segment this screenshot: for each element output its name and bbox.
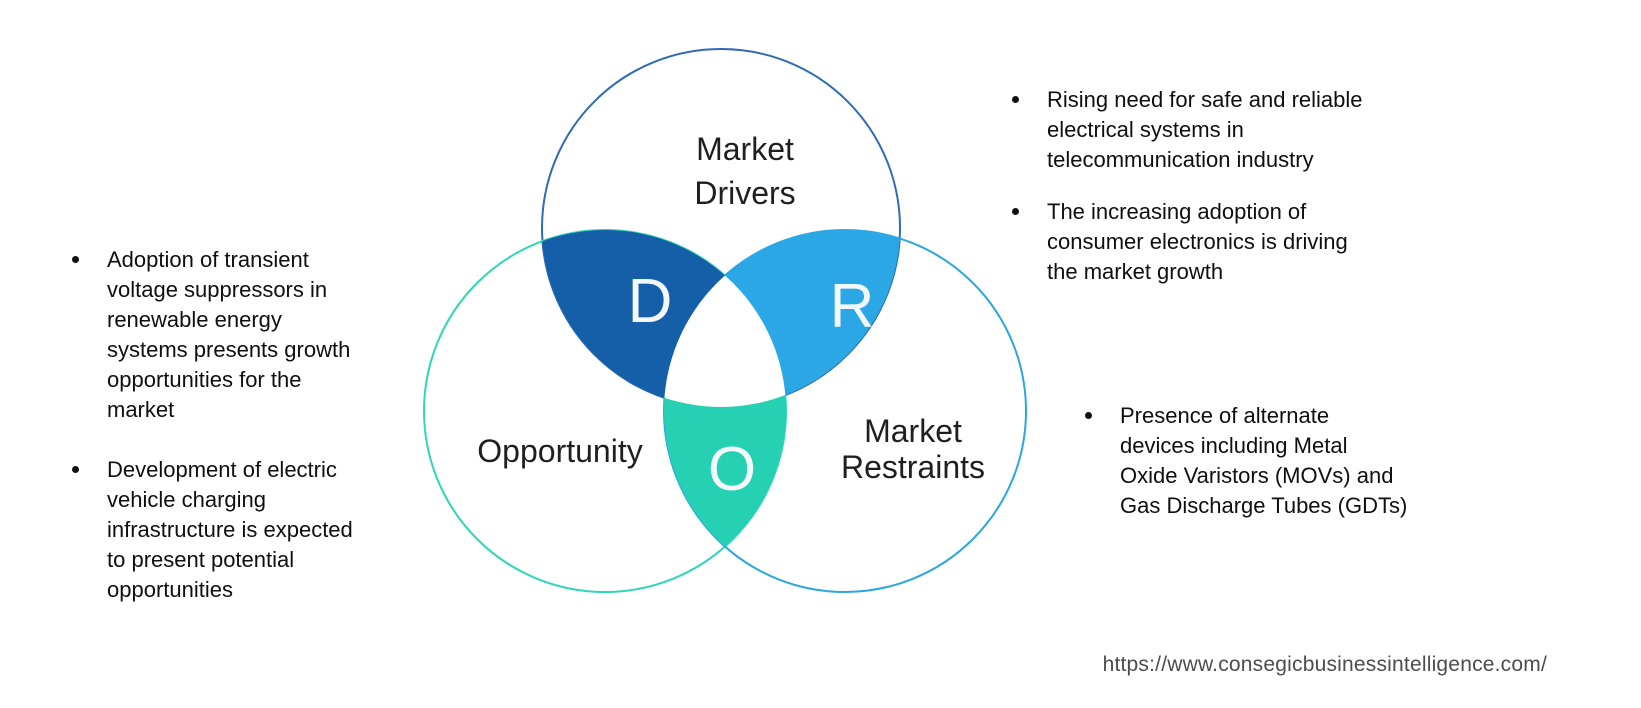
bullet-text: Presence of alternate devices including …	[1120, 403, 1408, 518]
drivers-letter: D	[628, 267, 673, 336]
restraints-label-line1: Market	[864, 413, 962, 449]
bullet-text: The increasing adoption of consumer elec…	[1047, 199, 1348, 284]
source-url: https://www.consegicbusinessintelligence…	[1102, 653, 1547, 676]
restraints-letter: R	[830, 272, 875, 341]
bullet-dot-icon	[1012, 96, 1019, 103]
bullet-dot-icon	[72, 256, 79, 263]
list-item: Rising need for safe and reliable electr…	[1012, 85, 1452, 175]
triple-intersection	[664, 230, 786, 407]
bullet-dot-icon	[1085, 412, 1092, 419]
bullet-dot-icon	[1012, 208, 1019, 215]
restraints-bullet-list: Presence of alternate devices including …	[1085, 401, 1505, 521]
bullet-text: Rising need for safe and reliable electr…	[1047, 87, 1363, 172]
drivers-label-line2: Drivers	[694, 175, 795, 211]
bullet-dot-icon	[72, 466, 79, 473]
opportunity-letter: O	[708, 435, 756, 504]
bullet-text: Development of electric vehicle charging…	[107, 457, 353, 602]
bullet-text: Adoption of transient voltage suppressor…	[107, 247, 351, 422]
drivers-bullet-list: Rising need for safe and reliable electr…	[1012, 85, 1452, 309]
drivers-label-line1: Market	[696, 131, 794, 167]
opportunity-label: Opportunity	[477, 433, 642, 469]
list-item: Development of electric vehicle charging…	[72, 455, 472, 605]
restraints-label-line2: Restraints	[841, 449, 985, 485]
list-item: Presence of alternate devices including …	[1085, 401, 1505, 521]
list-item: The increasing adoption of consumer elec…	[1012, 197, 1452, 287]
dro-venn-diagram: D R O Market Drivers Opportunity Market …	[423, 48, 1027, 593]
list-item: Adoption of transient voltage suppressor…	[72, 245, 472, 425]
opportunity-bullet-list: Adoption of transient voltage suppressor…	[72, 245, 472, 635]
